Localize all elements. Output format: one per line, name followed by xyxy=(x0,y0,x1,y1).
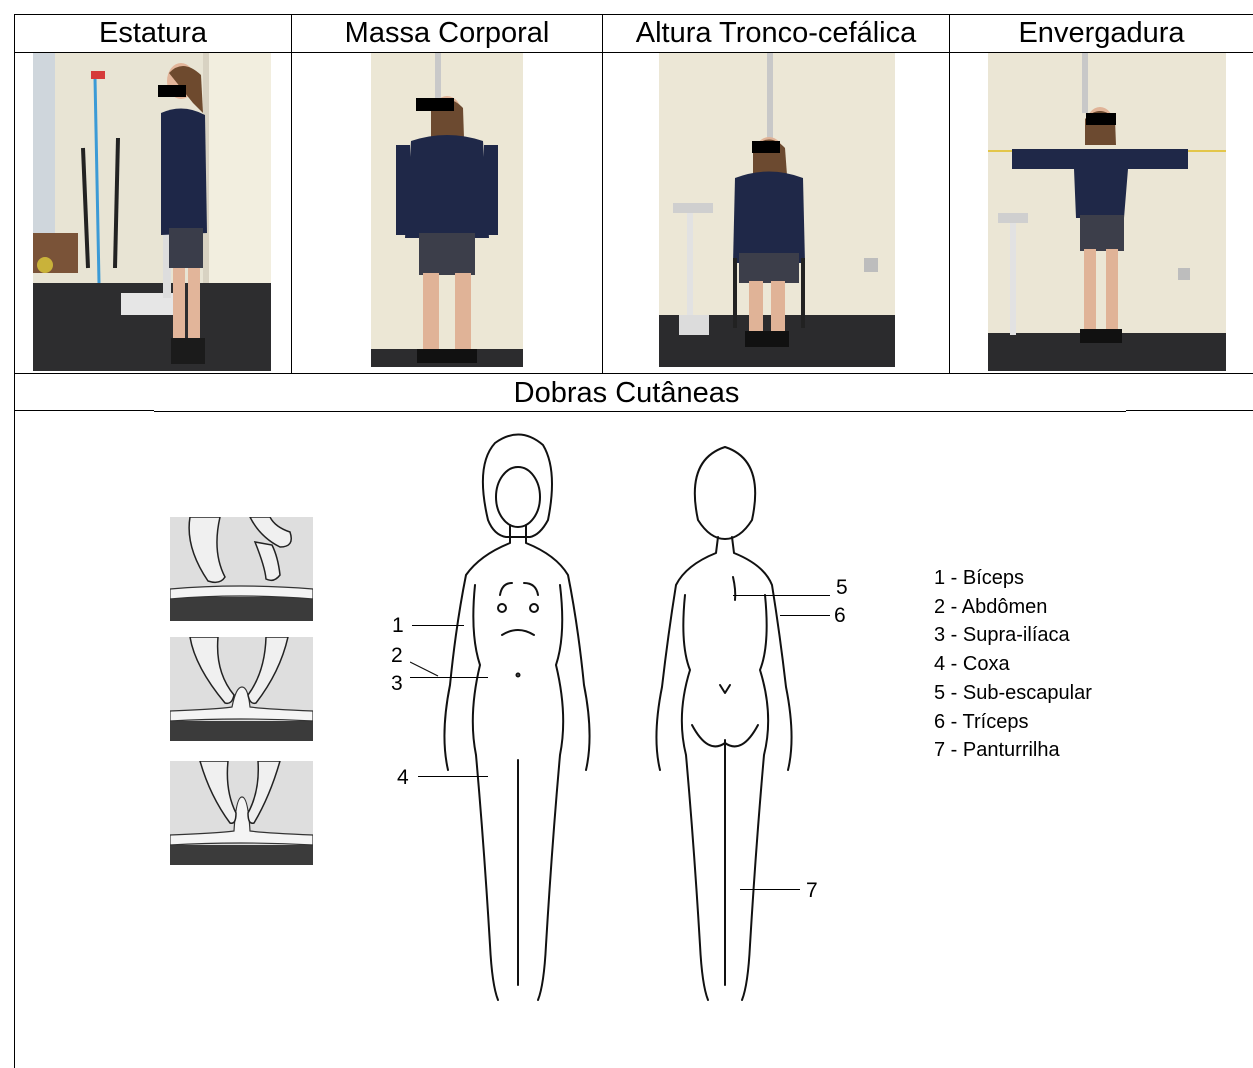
pointer-line-5 xyxy=(733,595,830,596)
header-massa-corporal: Massa Corporal xyxy=(292,14,602,52)
site-number-3: 3 xyxy=(391,673,403,694)
site-number-5: 5 xyxy=(836,577,848,598)
header-estatura: Estatura xyxy=(15,14,291,52)
skinfold-legend: 1 - Bíceps 2 - Abdômen 3 - Supra-ilíaca … xyxy=(934,564,1092,765)
legend-item-triceps: 6 - Tríceps xyxy=(934,708,1092,737)
site-number-6: 6 xyxy=(834,605,846,626)
back-figure-hair xyxy=(695,447,755,539)
legend-item-coxa: 4 - Coxa xyxy=(934,650,1092,679)
skinfold-pinch-step-1 xyxy=(170,517,313,621)
pointer-line-1 xyxy=(412,625,464,626)
section-title-dobras-cutaneas: Dobras Cutâneas xyxy=(0,373,1253,413)
header-altura-tronco-cefalica: Altura Tronco-cefálica xyxy=(603,14,949,52)
legend-item-abdomen: 2 - Abdômen xyxy=(934,593,1092,622)
legend-item-supra-iliaca: 3 - Supra-ilíaca xyxy=(934,621,1092,650)
table-col-divider-3 xyxy=(949,14,950,373)
pointer-line-7 xyxy=(740,889,800,890)
site-number-2: 2 xyxy=(391,645,403,666)
table-border-left xyxy=(14,14,15,1068)
table-col-divider-1 xyxy=(291,14,292,373)
header-envergadura: Envergadura xyxy=(950,14,1253,52)
photo-envergadura xyxy=(988,53,1226,371)
pointer-line-3 xyxy=(410,677,488,678)
legend-item-sub-escapular: 5 - Sub-escapular xyxy=(934,679,1092,708)
pointer-line-4 xyxy=(418,776,488,777)
site-number-7: 7 xyxy=(806,880,818,901)
legend-item-panturrilha: 7 - Panturrilha xyxy=(934,736,1092,765)
site-number-4: 4 xyxy=(397,767,409,788)
skinfold-pinch-step-2 xyxy=(170,637,313,741)
photo-massa-corporal xyxy=(371,53,523,367)
site-number-1: 1 xyxy=(392,615,404,636)
front-figure-hair xyxy=(483,434,552,537)
photo-altura-tronco-cefalica xyxy=(659,53,895,367)
pointer-line-6 xyxy=(780,615,830,616)
photo-estatura xyxy=(33,53,271,371)
skinfold-pinch-step-3 xyxy=(170,761,313,865)
body-figures-diagram xyxy=(380,425,840,1015)
legend-item-biceps: 1 - Bíceps xyxy=(934,564,1092,593)
front-figure-face xyxy=(496,467,540,527)
table-col-divider-2 xyxy=(602,14,603,373)
